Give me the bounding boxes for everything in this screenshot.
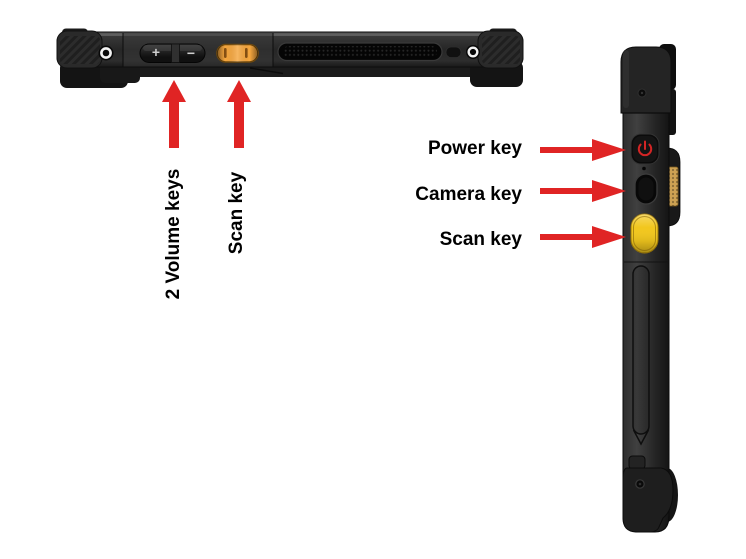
- volume-keys-arrow: [162, 80, 186, 148]
- scan-key-side-button: [630, 213, 659, 254]
- volume-keys-label: 2 Volume keys: [163, 168, 184, 300]
- scan-key-side-arrowhead: [592, 226, 626, 248]
- seam-line: [249, 67, 284, 75]
- right-bumper-texture: [482, 36, 520, 64]
- camera-key-arrow-shaft: [540, 188, 593, 194]
- top-bumper-screw-icon: [637, 88, 647, 98]
- latch-clip: [628, 455, 646, 470]
- left-screw-icon: [98, 45, 114, 61]
- power-key-label: Power key: [428, 138, 522, 159]
- bottom-bumper: [622, 467, 674, 533]
- power-key-arrowhead: [592, 139, 626, 161]
- scan-key-top-arrow: [227, 80, 251, 148]
- top-bumper: [620, 46, 672, 114]
- top-edge-device: [56, 28, 524, 88]
- camera-key-arrow: [540, 180, 626, 202]
- scan-key-top-label: Scan key: [226, 171, 247, 255]
- battery-groove: [632, 265, 650, 446]
- power-key-arrow-shaft: [540, 147, 593, 153]
- scan-key-side-label: Scan key: [439, 229, 522, 250]
- side-view-device: [620, 44, 681, 533]
- rocker-divider: [171, 43, 180, 63]
- volume-rocker: [139, 43, 206, 63]
- power-icon: [637, 140, 653, 157]
- camera-key-label: Camera key: [415, 184, 522, 205]
- scan-key-side-arrow-shaft: [540, 234, 593, 240]
- speaker-grille: [277, 42, 443, 62]
- power-key-button: [630, 133, 660, 165]
- camera-key-button: [634, 173, 658, 205]
- volume-down-glyph: −: [186, 45, 196, 61]
- volume-up-glyph: +: [151, 44, 161, 60]
- bottom-bumper-screw-icon: [635, 479, 645, 489]
- volume-keys-arrow-shaft: [169, 100, 179, 148]
- scan-key-top-button: [216, 43, 259, 63]
- volume-keys-arrowhead: [162, 80, 186, 102]
- indent-dot: [642, 166, 646, 171]
- left-bumper-texture: [60, 36, 100, 64]
- power-key-arrow: [540, 139, 626, 161]
- edge-highlight: [66, 33, 514, 36]
- scan-key-top-arrow-shaft: [234, 100, 244, 148]
- scan-key-top-arrowhead: [227, 80, 251, 102]
- right-screw-icon: [466, 45, 480, 59]
- scan-key-side-arrow: [540, 226, 626, 248]
- latch-pill: [445, 46, 462, 58]
- camera-key-arrowhead: [592, 180, 626, 202]
